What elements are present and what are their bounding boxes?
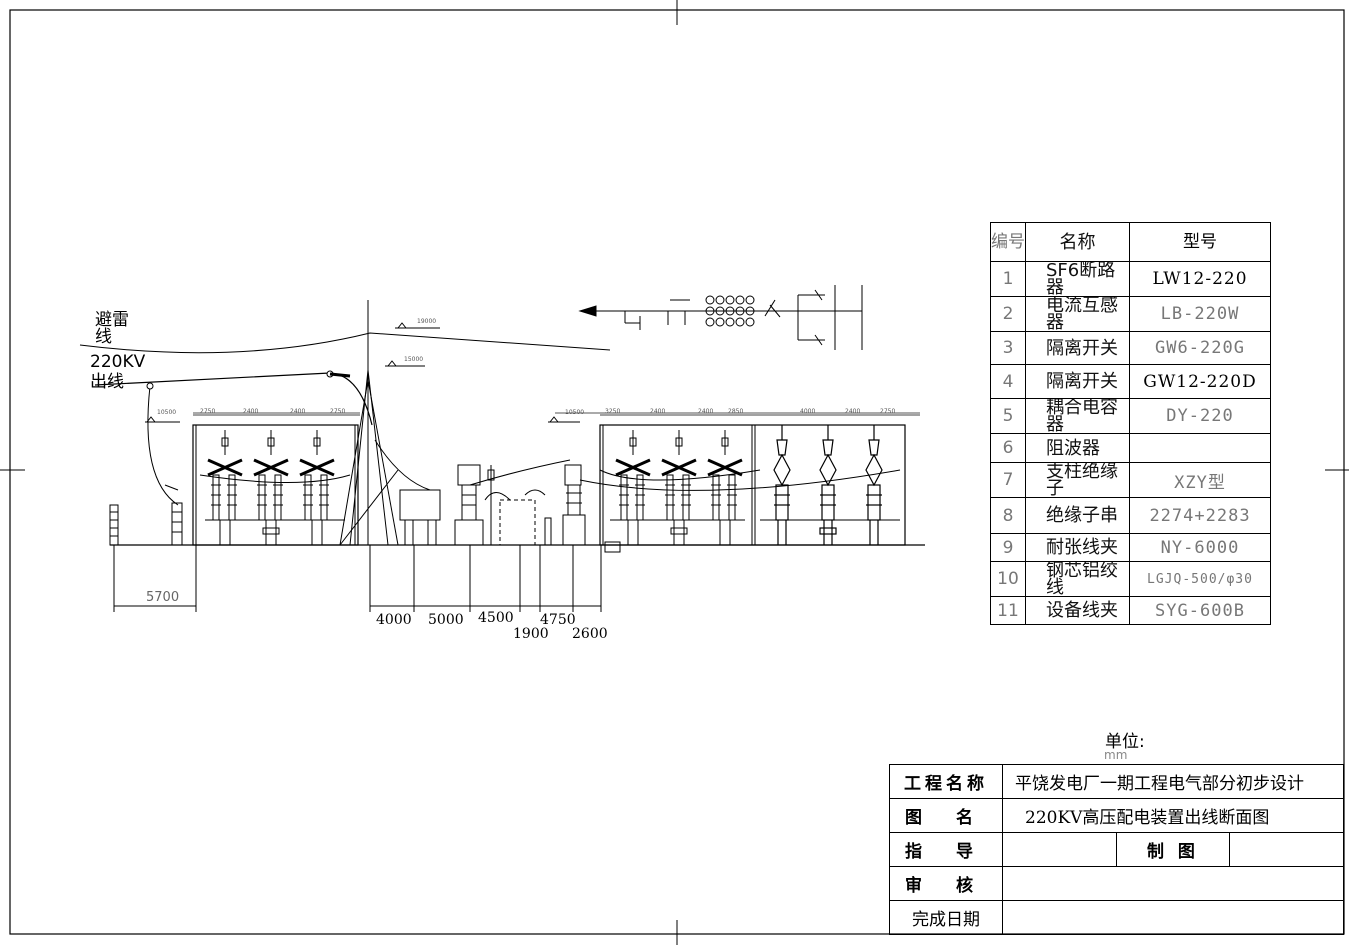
guide-label: 指 导 <box>889 832 1003 867</box>
pantograph-switches <box>773 425 883 545</box>
dim-4750: 4750 <box>540 612 576 628</box>
svg-text:4000: 4000 <box>800 408 815 415</box>
project-value: 平饶发电厂一期工程电气部分初步设计 <box>1002 764 1344 799</box>
drawing-value: 220KV高压配电装置出线断面图 <box>1002 798 1344 833</box>
dim-4000: 4000 <box>376 612 412 628</box>
svg-text:2400: 2400 <box>650 408 665 415</box>
left-equipment <box>109 484 183 546</box>
svg-text:2750: 2750 <box>880 408 895 415</box>
svg-text:2850: 2850 <box>728 408 743 415</box>
dimension-lines <box>113 412 920 612</box>
overhead-wires <box>79 332 901 506</box>
dim-5000: 5000 <box>428 612 464 628</box>
header-no: 编号 <box>990 222 1026 262</box>
elevation-markers <box>145 322 580 423</box>
tag-right-span: 10500 <box>565 409 584 416</box>
svg-text:2750: 2750 <box>200 408 215 415</box>
dim-1900: 1900 <box>513 626 549 642</box>
svg-text:15000: 15000 <box>404 356 423 363</box>
tag-left-span: 10500 <box>157 409 176 416</box>
lattice-tower <box>339 300 399 546</box>
svg-text:2400: 2400 <box>290 408 305 415</box>
review-value <box>1002 866 1344 901</box>
outgoing-line-label: 220KV出线 <box>90 352 146 392</box>
header-name: 名称 <box>1025 222 1130 262</box>
unit-label: 单位: <box>1105 732 1145 752</box>
date-label: 完成日期 <box>889 900 1003 935</box>
dim-2600: 2600 <box>572 626 608 642</box>
date-value <box>1002 900 1344 935</box>
single-line-schematic <box>578 285 863 350</box>
svg-text:2400: 2400 <box>243 408 258 415</box>
svg-text:3250: 3250 <box>605 408 620 415</box>
header-model: 型号 <box>1129 222 1271 262</box>
dim-4500: 4500 <box>478 610 514 626</box>
svg-text:19000: 19000 <box>417 318 436 325</box>
svg-text:2750: 2750 <box>330 408 345 415</box>
drafter-value <box>1229 832 1344 867</box>
center-equipment <box>399 464 621 553</box>
dim-left-spacing: 5700 <box>146 590 180 605</box>
disconnect-switches-left <box>207 430 335 545</box>
lightning-wire-label: 避雷线 <box>95 310 129 347</box>
drawing-label: 图 名 <box>889 798 1003 833</box>
unit-value: mm <box>1104 748 1128 762</box>
disconnect-switches-right <box>615 430 743 545</box>
review-label: 审 核 <box>889 866 1003 901</box>
guide-value <box>1002 832 1117 867</box>
project-label: 工程名称 <box>889 764 1003 799</box>
drafter-label: 制 图 <box>1115 832 1231 867</box>
tiny-annotations: 10500 10500 19000 15000 2750 2400 2400 2… <box>157 318 895 416</box>
title-block: 工程名称 平饶发电厂一期工程电气部分初步设计 图 名 220KV高压配电装置出线… <box>889 764 1344 935</box>
svg-text:2400: 2400 <box>845 408 860 415</box>
svg-text:2400: 2400 <box>698 408 713 415</box>
